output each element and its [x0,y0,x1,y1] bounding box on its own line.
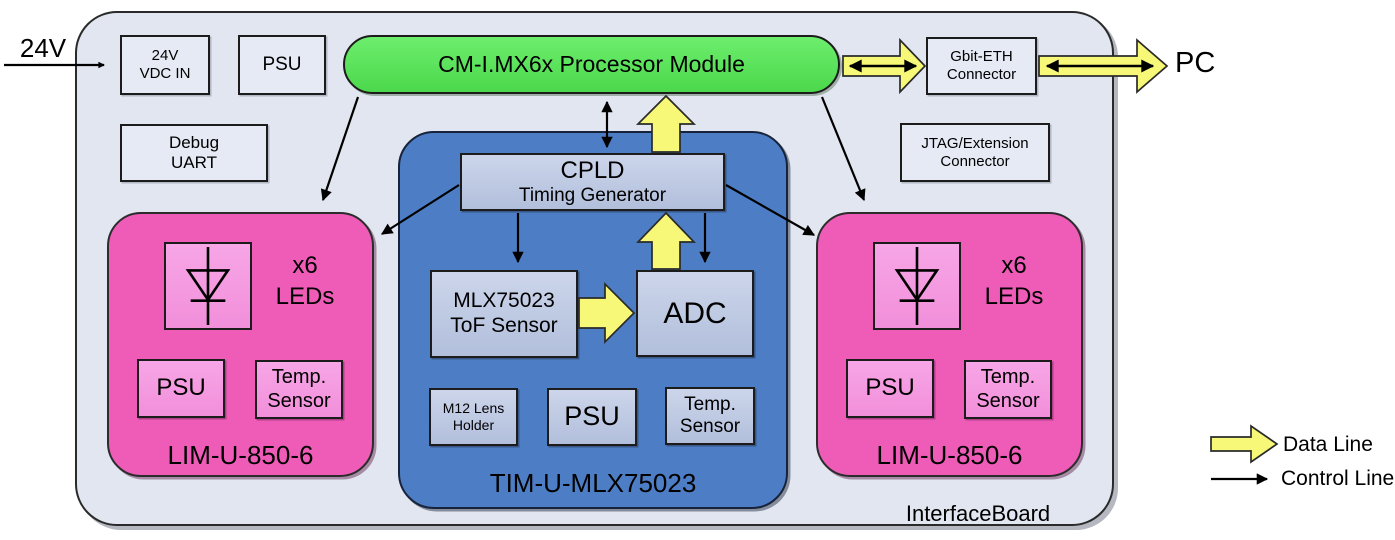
jtag-extension-connector-box: JTAG/Extension Connector [900,123,1050,182]
tim-psu-label: PSU [564,401,620,432]
vdc-in-line2: VDC IN [139,65,191,82]
led-box-left [164,242,252,330]
lim-right-temp-line1: Temp. [980,365,1036,388]
lim-left-temp-box: Temp. Sensor [255,360,343,419]
legend-data-line-label: Data Line [1283,433,1373,456]
lim-left-psu-box: PSU [137,359,225,418]
input-voltage-label: 24V [19,33,67,63]
lim-right-temp-line2: Sensor [976,389,1040,412]
leds-line2: LEDs [275,283,335,310]
debug-uart-line2: UART [171,153,217,172]
lim-right-label: LIM-U-850-6 [876,440,1023,470]
lim-left-label: LIM-U-850-6 [167,440,314,470]
tof-sensor-box: MLX75023 ToF Sensor [430,270,578,358]
lim-right-psu-box: PSU [846,359,934,418]
lim-right-temp-box: Temp. Sensor [964,360,1052,419]
interface-board-label: InterfaceBoard [905,501,1051,526]
legend-data-arrow-icon [1210,424,1279,464]
leds-line2: LEDs [984,283,1044,310]
board-psu-box: PSU [238,35,326,95]
tof-line2: ToF Sensor [450,314,558,337]
debug-uart-box: Debug UART [120,124,268,182]
led-box-right [873,242,961,330]
m12-line1: M12 Lens [442,400,505,417]
lim-left-temp-line1: Temp. [271,365,327,388]
m12-lens-holder-box: M12 Lens Holder [429,388,518,446]
cpld-line2: Timing Generator [518,184,667,206]
tim-temp-line1: Temp. [684,393,736,415]
tof-line1: MLX75023 [453,289,555,313]
processor-label: CM-I.MX6x Processor Module [438,50,745,77]
debug-uart-line1: Debug [168,132,220,152]
leds-count-label-right: x6 LEDs [968,250,1060,312]
lim-module-left: x6 LEDs PSU Temp. Sensor LIM-U-850-6 [107,212,374,477]
lim-left-psu-label: PSU [156,374,206,402]
tim-module-label: TIM-U-MLX75023 [489,468,697,498]
leds-line1: x6 [1001,252,1027,279]
jtag-line2: Connector [940,152,1010,170]
gbit-eth-connector-box: Gbit-ETH Connector [926,37,1037,95]
adc-label: ADC [663,296,727,330]
pc-label: PC [1175,47,1216,79]
led-diode-icon [185,247,231,325]
tim-temp-sensor-box: Temp. Sensor [665,387,755,445]
cpld-box: CPLD Timing Generator [460,153,725,211]
processor-module: CM-I.MX6x Processor Module [343,35,840,94]
board-psu-label: PSU [262,53,302,75]
legend-control-line-label: Control Line [1281,467,1395,490]
adc-box: ADC [636,270,754,357]
gbit-eth-line2: Connector [946,66,1017,83]
lim-module-right: x6 LEDs PSU Temp. Sensor LIM-U-850-6 [816,212,1083,477]
tim-temp-line2: Sensor [679,416,741,437]
lim-right-psu-label: PSU [865,374,915,402]
led-diode-icon [894,247,940,325]
vdc-in-line1: 24V [151,47,179,65]
lim-left-temp-line2: Sensor [267,389,331,412]
gbit-eth-line1: Gbit-ETH [950,48,1013,66]
cpld-line1: CPLD [560,156,625,184]
vdc-in-box: 24V VDC IN [120,35,210,95]
tim-psu-box: PSU [547,388,637,446]
m12-line2: Holder [452,417,495,433]
jtag-line1: JTAG/Extension [921,134,1029,152]
leds-line1: x6 [292,252,318,279]
leds-count-label-left: x6 LEDs [259,250,351,312]
